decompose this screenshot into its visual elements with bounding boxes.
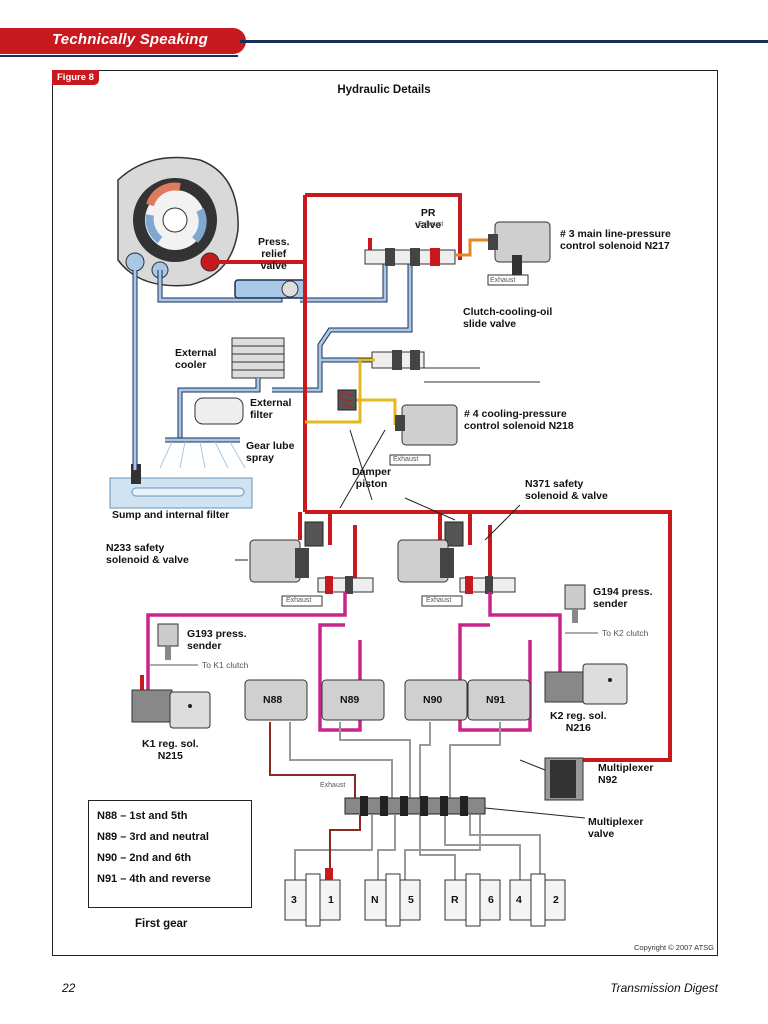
clutch-1-label: 1 bbox=[328, 894, 334, 906]
clutch-piston-bodies bbox=[284, 868, 566, 927]
n88-label: N88 bbox=[263, 694, 283, 706]
clutch-4-label: 4 bbox=[516, 894, 522, 906]
sump-label: Sump and internal filter bbox=[112, 509, 230, 521]
k2-reg-sol-label: K2 reg. sol.N216 bbox=[550, 710, 607, 734]
n91-label: N91 bbox=[486, 694, 506, 706]
n217-solenoid bbox=[487, 221, 551, 286]
figure-frame bbox=[52, 70, 718, 956]
n218-solenoid bbox=[389, 404, 458, 466]
exhaust-label-n217: Exhaust bbox=[418, 221, 444, 228]
g193-label: G193 press.sender bbox=[187, 628, 247, 652]
pr-valve-body bbox=[364, 248, 456, 266]
section-header-label: Technically Speaking bbox=[52, 31, 208, 48]
copyright: Copyright © 2007 ATSG bbox=[633, 943, 714, 952]
exhaust-label-n371: Exhaust bbox=[426, 597, 452, 604]
header-rule-lower bbox=[0, 55, 238, 57]
publication-name: Transmission Digest bbox=[610, 981, 718, 995]
active-signal-line bbox=[269, 722, 356, 800]
clutch-2-label: 2 bbox=[553, 894, 559, 906]
figure-title: Hydraulic Details bbox=[337, 84, 431, 96]
k1-reg-sol-label: K1 reg. sol.N215 bbox=[142, 738, 199, 762]
relief-valve bbox=[234, 279, 306, 299]
figure-tag: Figure 8 bbox=[52, 70, 99, 85]
external-filter bbox=[159, 378, 261, 469]
clutch-n-label: N bbox=[371, 894, 379, 906]
section-header-tab bbox=[0, 28, 246, 54]
to-k2-clutch-label: To K2 clutch bbox=[602, 628, 649, 638]
legend-item: N89 – 3rd and neutral bbox=[97, 831, 209, 843]
line-pressure-circuit bbox=[140, 193, 672, 762]
n89-label: N89 bbox=[340, 694, 360, 706]
exhaust-label-n218: Exhaust bbox=[393, 456, 419, 463]
clutch-6-label: 6 bbox=[488, 894, 494, 906]
to-k1-clutch-label: To K1 clutch bbox=[202, 660, 249, 670]
k2-reg-solenoid bbox=[544, 663, 628, 705]
exhaust-label-n233: Exhaust bbox=[286, 597, 312, 604]
external-cooler bbox=[231, 337, 285, 379]
clutch-r-label: R bbox=[451, 894, 459, 906]
legend-item: N90 – 2nd and 6th bbox=[97, 852, 192, 864]
g194-sender bbox=[564, 584, 598, 634]
damper-piston-upper bbox=[337, 389, 357, 411]
damper-pointer-2 bbox=[404, 497, 456, 521]
clutch-3-label: 3 bbox=[291, 894, 297, 906]
n92-solenoid bbox=[519, 757, 584, 801]
damper-piston-lower bbox=[304, 521, 464, 547]
sump-filter bbox=[109, 464, 253, 509]
clutch-5-label: 5 bbox=[408, 894, 414, 906]
damper-pointer bbox=[339, 429, 386, 509]
multiplexer-valve-body bbox=[344, 796, 586, 819]
legend-item: N88 – 1st and 5th bbox=[97, 810, 188, 822]
exhaust-label-mux: Exhaust bbox=[320, 782, 346, 789]
legend-item: N91 – 4th and reverse bbox=[97, 873, 211, 885]
k1-reg-solenoid bbox=[131, 689, 211, 729]
shift-signal-lines bbox=[289, 722, 541, 880]
g194-label: G194 press.sender bbox=[593, 586, 653, 610]
page-number: 22 bbox=[62, 981, 76, 995]
g193-sender bbox=[150, 623, 198, 666]
gear-state-label: First gear bbox=[135, 918, 188, 930]
n371-solenoid bbox=[397, 504, 521, 607]
n233-solenoid bbox=[235, 539, 374, 607]
solenoid-legend: N88 – 1st and 5th N89 – 3rd and neutral … bbox=[88, 800, 252, 908]
exhaust-label-pr: Exhaust bbox=[490, 277, 516, 284]
n90-label: N90 bbox=[423, 694, 443, 706]
n217-signal-line bbox=[455, 238, 495, 257]
clutch-cooling-slide-valve bbox=[371, 350, 540, 383]
pump bbox=[117, 156, 239, 287]
header-rule bbox=[240, 40, 768, 43]
active-clutch-line bbox=[329, 815, 361, 880]
shift-solenoid-bodies bbox=[244, 679, 531, 721]
